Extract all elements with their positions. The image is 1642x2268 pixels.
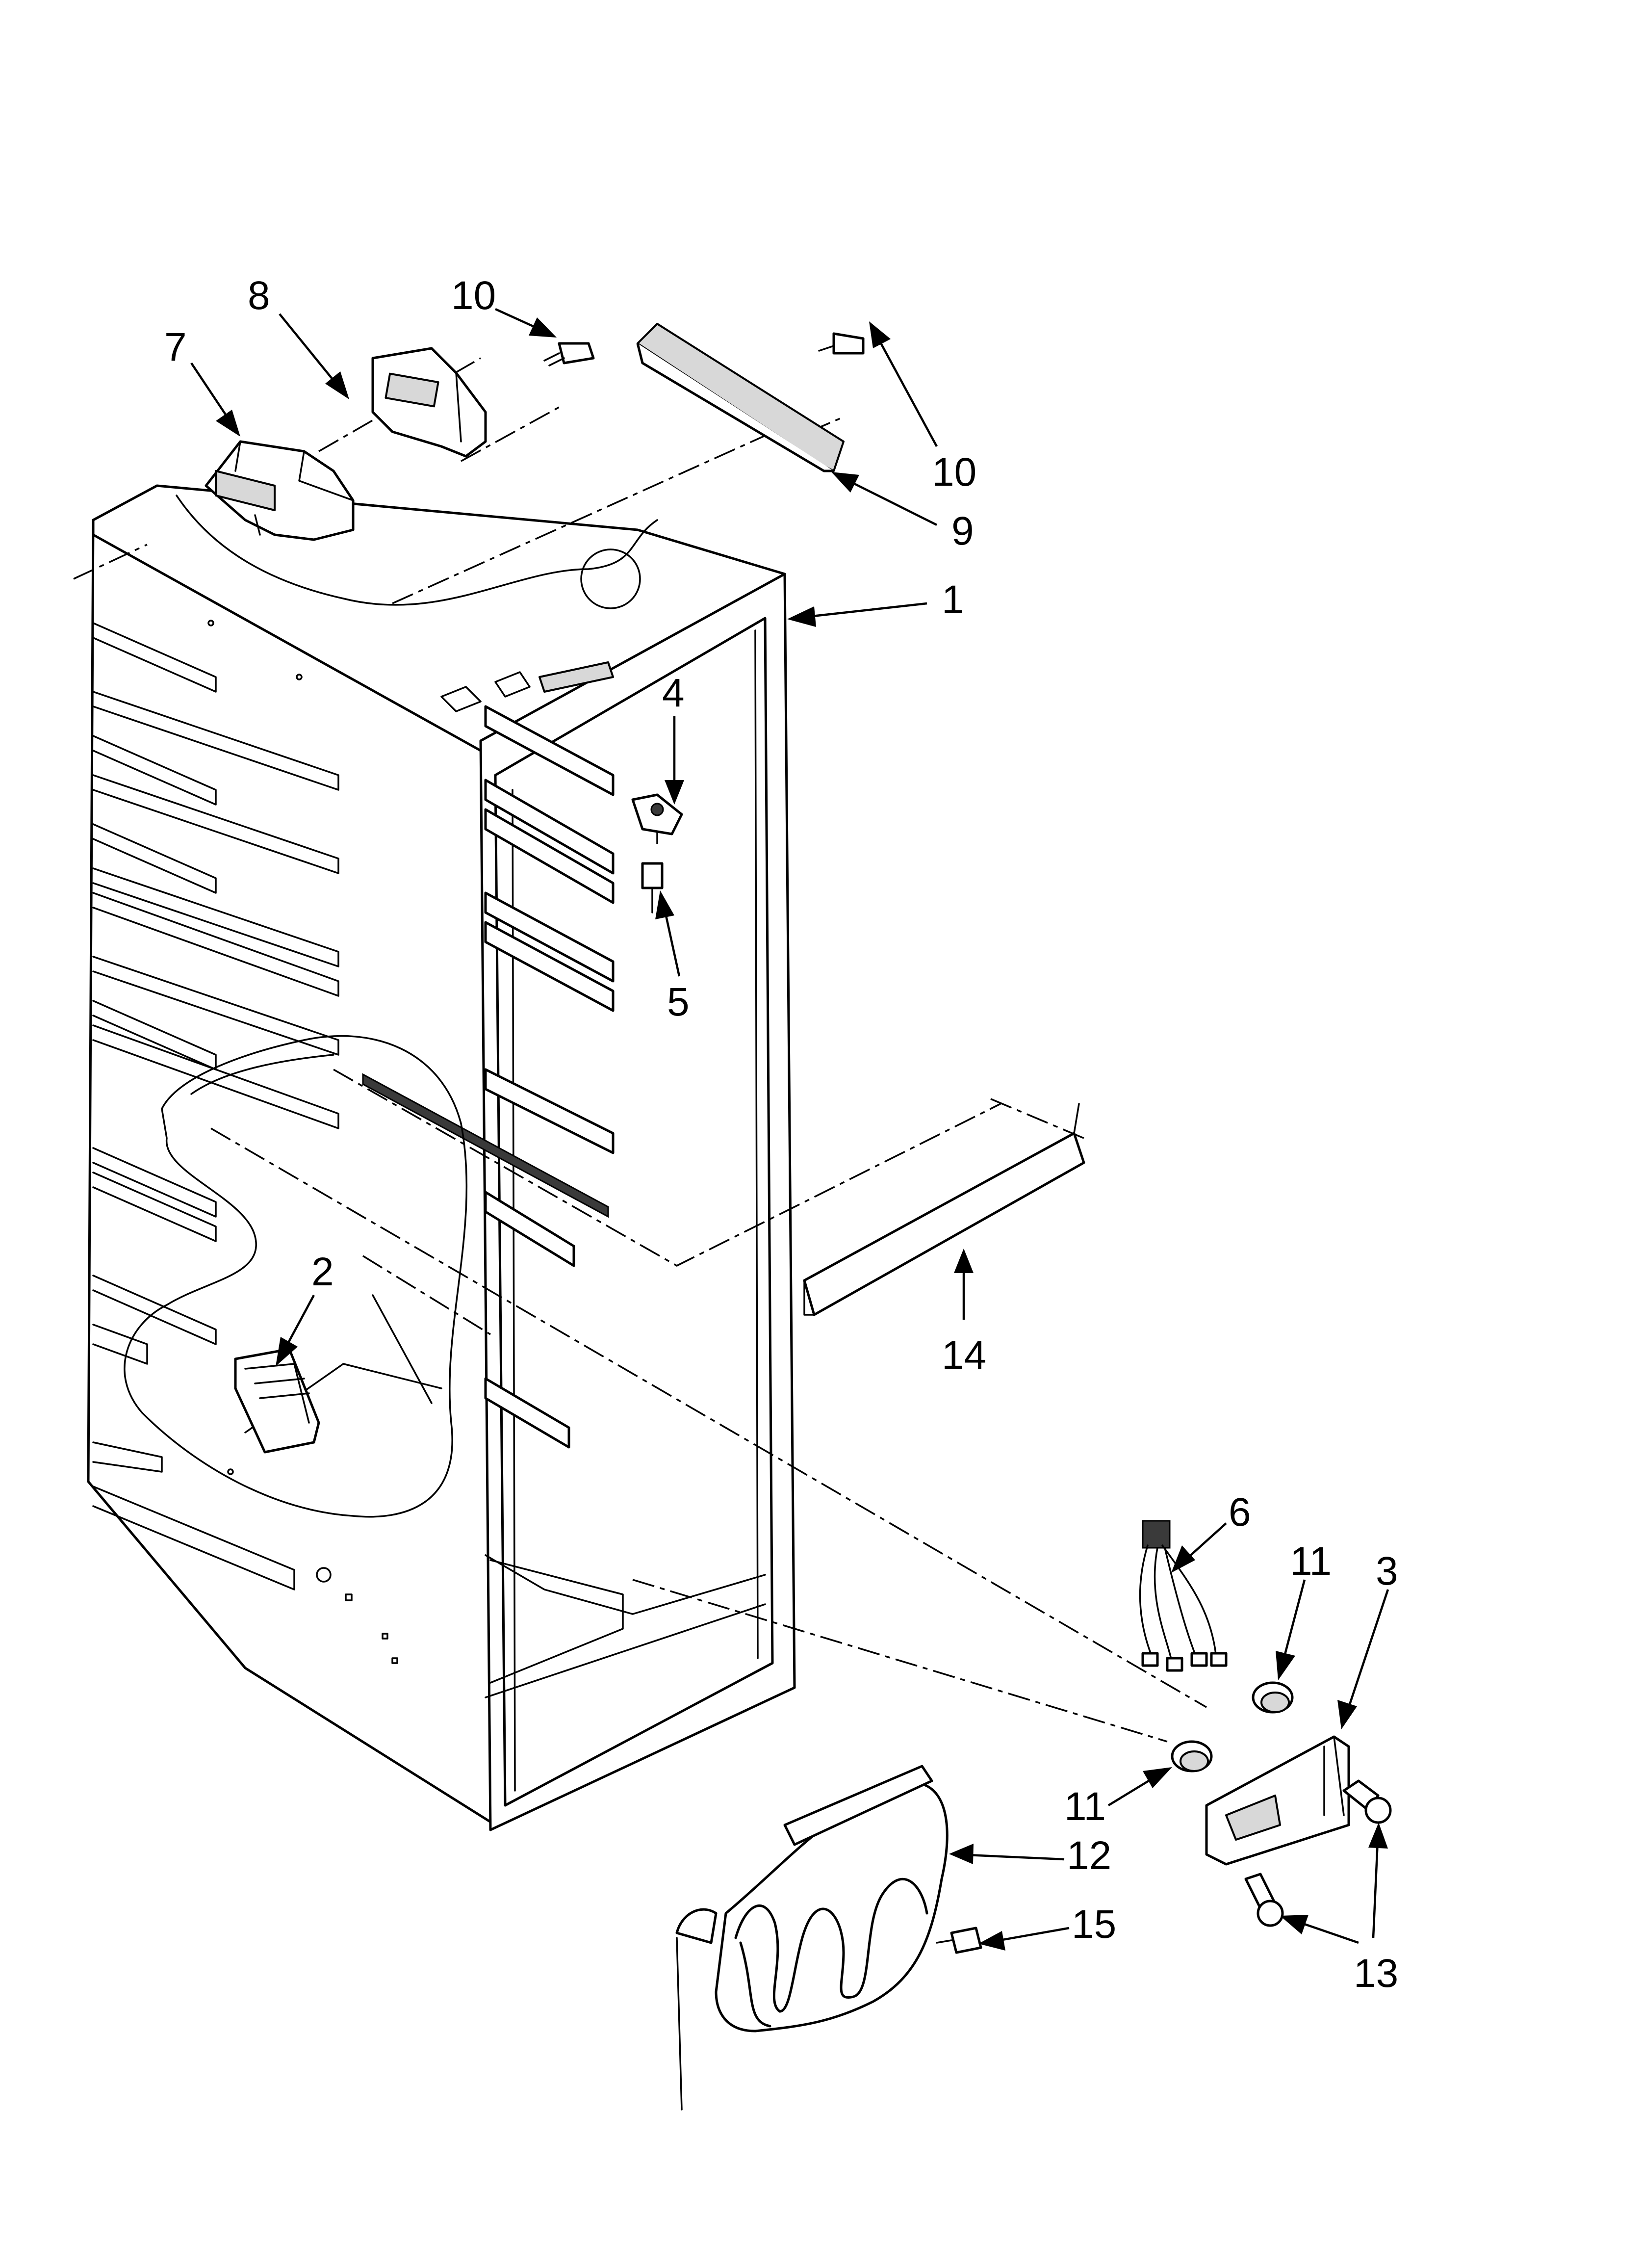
- screw-5: [641, 862, 664, 913]
- callout-12: 12: [1067, 1833, 1111, 1878]
- heater-cover: [1205, 1735, 1350, 1866]
- callout-labels: 1 2 3 4 5 6 7 8 9 10 10 11 11 12 13 14 1…: [164, 273, 1398, 1996]
- callout-8: 8: [248, 273, 270, 318]
- push-pin-right: [1342, 1779, 1392, 1824]
- clip: [631, 793, 683, 835]
- wire-harness: [1139, 1520, 1228, 1672]
- callout-15: 15: [1072, 1902, 1116, 1947]
- vent-grille: [234, 1348, 320, 1454]
- screw-15: [936, 1927, 982, 1954]
- callout-1: 1: [942, 577, 964, 622]
- leader-lines: [190, 308, 1389, 1951]
- callout-3: 3: [1376, 1549, 1398, 1593]
- callout-10-right: 10: [932, 450, 976, 495]
- callout-11-lower: 11: [1064, 1784, 1106, 1829]
- callout-11-upper: 11: [1290, 1539, 1332, 1584]
- channel: [636, 323, 845, 472]
- push-pin-lower: [1244, 1873, 1284, 1927]
- callout-5: 5: [667, 980, 690, 1024]
- alignment-lines: [73, 357, 1207, 1743]
- grommet-lower: [1171, 1740, 1213, 1773]
- screw-10-left: [543, 342, 595, 366]
- callout-13: 13: [1354, 1951, 1398, 1996]
- right-shelf-rails: [362, 661, 615, 1449]
- callout-4: 4: [662, 671, 685, 715]
- callout-14: 14: [942, 1333, 986, 1378]
- callout-9: 9: [951, 509, 974, 553]
- cabinet-liner: [87, 484, 796, 1831]
- panel: [803, 1103, 1085, 1316]
- callout-2: 2: [311, 1250, 334, 1294]
- callout-7: 7: [164, 325, 187, 369]
- bracket: [371, 347, 487, 458]
- grommet-upper: [1252, 1681, 1294, 1714]
- callout-10-left: 10: [451, 273, 496, 318]
- screw-10-right: [818, 332, 865, 355]
- left-shelf-rails: [92, 622, 339, 1590]
- control-housing: [205, 440, 355, 541]
- defrost-heater: [675, 1765, 949, 2111]
- callout-6: 6: [1229, 1490, 1251, 1535]
